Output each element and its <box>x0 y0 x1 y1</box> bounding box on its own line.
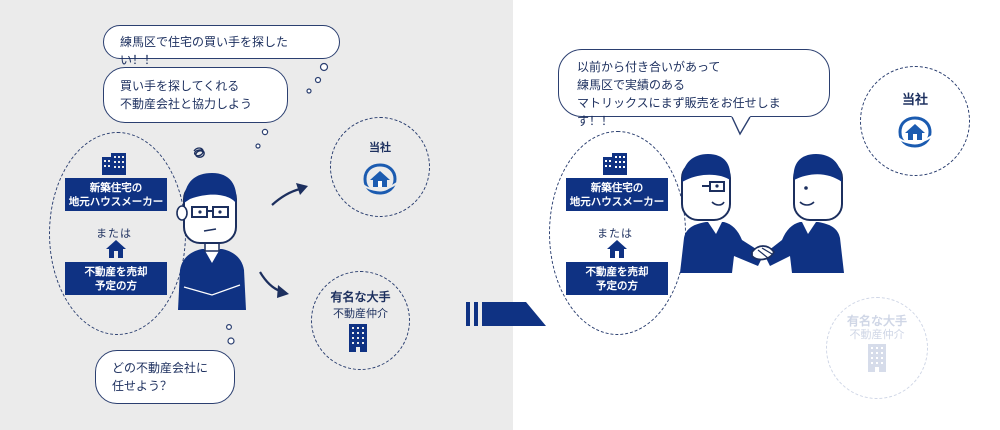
thought-bubble-which-company: どの不動産会社に 任せよう？ <box>95 350 235 404</box>
major-broker-option-circle <box>311 271 410 370</box>
company-label-right: 当社 <box>901 93 928 108</box>
company-logo-icon <box>362 163 398 195</box>
handshake-illustration <box>680 154 844 273</box>
major-broker-subtitle-faded: 不動産仲介 <box>849 328 905 341</box>
house-icon-right <box>607 240 627 258</box>
thought-bubble-cooperate: 買い手を探してくれる 不動産会社と協力しよう <box>103 67 288 123</box>
thought-text-which-line1: どの不動産会社に <box>112 361 209 375</box>
speech-text-line1: 以前から付き合いがあって <box>577 60 721 74</box>
company-option-label: 当社 <box>369 141 391 154</box>
company-logo-icon-right <box>897 116 933 148</box>
or-label: または <box>96 227 132 240</box>
badge-property-seller-line2: 予定の方 <box>95 279 137 292</box>
office-building-icon-faded <box>868 344 886 372</box>
speech-bubble-decision: 以前から付き合いがあって 練馬区で実績のある マトリックスにまず販売をお任せしま… <box>558 49 830 128</box>
speech-text-line3: マトリックスにまず販売をお任せします！！ <box>577 96 781 128</box>
badge-house-builder: 新築住宅の 地元ハウスメーカー <box>65 178 167 211</box>
building-icon <box>102 153 126 175</box>
thought-text-cooperate-line1: 買い手を探してくれる <box>120 79 240 93</box>
office-building-icon <box>349 324 367 352</box>
thinking-man-illustration <box>176 147 246 310</box>
speech-text-line2: 練馬区で実績のある <box>577 78 686 92</box>
major-broker-circle-faded <box>826 297 928 399</box>
badge-property-seller-right-line2: 予定の方 <box>596 279 638 292</box>
badge-property-seller: 不動産を売却 予定の方 <box>65 262 167 295</box>
badge-house-builder-right-line1: 新築住宅の <box>590 181 644 194</box>
building-icon-right <box>603 153 627 175</box>
client-group-circle-right <box>549 131 686 335</box>
or-label-right: または <box>597 227 633 240</box>
badge-property-seller-right-line1: 不動産を売却 <box>585 265 649 278</box>
transition-arrow-icon <box>466 302 546 326</box>
badge-house-builder-right: 新築住宅の 地元ハウスメーカー <box>566 178 668 211</box>
thought-text-find-buyer: 練馬区で住宅の買い手を探したい！！ <box>120 35 289 67</box>
major-broker-title-faded: 有名な大手 <box>846 314 907 328</box>
company-option-circle <box>330 117 430 217</box>
badge-property-seller-line1: 不動産を売却 <box>84 265 148 278</box>
thought-text-cooperate-line2: 不動産会社と協力しよう <box>120 97 253 111</box>
house-icon <box>106 240 126 258</box>
thought-bubble-find-buyer: 練馬区で住宅の買い手を探したい！！ <box>103 25 340 67</box>
badge-house-builder-right-line2: 地元ハウスメーカー <box>569 195 665 208</box>
thought-text-which-line2: 任せよう？ <box>112 379 173 393</box>
badge-property-seller-right: 不動産を売却 予定の方 <box>566 262 668 295</box>
badge-house-builder-line1: 新築住宅の <box>89 181 143 194</box>
speech-bubble-tail <box>731 115 751 136</box>
major-broker-subtitle: 不動産仲介 <box>333 307 388 320</box>
company-circle-right <box>860 66 970 176</box>
major-broker-title: 有名な大手 <box>330 290 391 304</box>
badge-house-builder-line2: 地元ハウスメーカー <box>68 195 164 208</box>
